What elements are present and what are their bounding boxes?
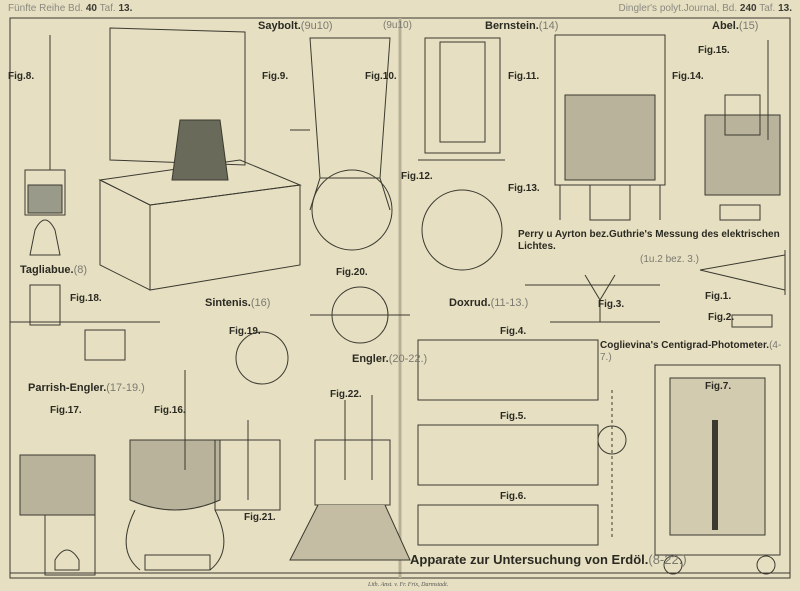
fig1-drawing [699,250,786,295]
fig15-label: Fig.15. [698,45,730,56]
fig12-drawing [311,169,393,251]
fig8-label: Fig.8. [8,71,35,82]
series-label: Fünfte Reihe Bd. [8,3,84,14]
caption-tagliabue: Tagliabue.(8) [20,264,88,276]
fig18-label: Fig.18. [70,293,102,304]
fig2-drawing [731,314,773,328]
header-left: Fünfte Reihe Bd. 40 Taf. 13. [8,4,132,14]
caption-saybolt: Saybolt.(9u10) [258,20,333,32]
fig10-drawing [290,37,391,211]
caption-coglievina-ref: (4-7.) [600,340,782,363]
volume-number: 240 [739,3,757,14]
fig13-label: Fig.13. [508,183,540,194]
fig22-label: Fig.22. [330,389,362,400]
fig6-label: Fig.6. [500,491,527,502]
fig16-drawing [125,370,225,571]
journal-label: Dingler's polyt.Journal, Bd. [618,3,738,14]
fig8-drawing [24,35,66,256]
fig4-drawing [417,339,599,401]
fig16-label: Fig.16. [154,405,186,416]
caption-parrish-engler: Parrish-Engler.(17-19.) [28,382,145,394]
taf-label: Taf. [759,3,776,14]
fig18-drawing [10,284,160,361]
caption-engler: Engler.(20-22.) [352,353,428,365]
volume-number: 40 [85,3,97,14]
caption-abel: Abel.(15) [712,20,759,32]
plate-title: Apparate zur Untersuchung von Erdöl.(8-2… [410,552,687,567]
fig22-drawing [289,395,411,561]
caption-sintenis: Sintenis.(16) [205,297,271,309]
fig19-label: Fig.19. [229,326,261,337]
fig6-drawing [417,504,599,546]
fig10-label: Fig.10. [365,71,397,82]
fig5-drawing [417,424,599,486]
fig1-label: Fig.1. [705,291,732,302]
fig4-label: Fig.4. [500,326,527,337]
caption-perry-ref: (1u.2 bez. 3.) [640,254,699,265]
fig13-drawing [421,189,503,271]
caption-doxrud: Doxrud.(11-13.) [449,297,529,309]
taf-number: 13. [118,3,133,14]
fig5-label: Fig.5. [500,411,527,422]
fig21-label: Fig.21. [244,512,276,523]
fig11-label: Fig.11. [508,71,540,82]
fig11-drawing [418,37,505,161]
fig3-drawing [525,274,660,323]
fig3-label: Fig.3. [598,299,625,310]
fig19-drawing [235,331,289,385]
fig17-drawing [19,454,96,576]
fig20-label: Fig.20. [336,267,368,278]
caption-coglievina: Coglievina's Centigrad-Photometer.(4-7.) [600,340,782,363]
taf-label: Taf. [99,3,116,14]
fig15-drawing [704,40,781,221]
lithographer-imprint: Lith. Anst. v. Fr. Frix, Darmstadt. [368,582,449,588]
fig14-label: Fig.14. [672,71,704,82]
fig21-drawing [214,420,281,511]
caption-saybolt-ref: (9u10) [383,20,412,31]
fig2-label: Fig.2. [708,312,735,323]
fig17-label: Fig.17. [50,405,82,416]
fig12-label: Fig.12. [401,171,433,182]
fig9-drawing [98,27,302,291]
fig14-drawing [554,34,666,221]
caption-perry-ayrton: Perry u Ayrton bez.Guthrie's Messung des… [518,229,780,252]
header-right: Dingler's polyt.Journal, Bd. 240 Taf. 13… [618,4,792,14]
taf-number: 13. [778,3,792,14]
caption-bernstein: Bernstein.(14) [485,20,559,32]
fig9-label: Fig.9. [262,71,289,82]
fig7-drawing [597,364,781,575]
fig7-label: Fig.7. [705,381,732,392]
